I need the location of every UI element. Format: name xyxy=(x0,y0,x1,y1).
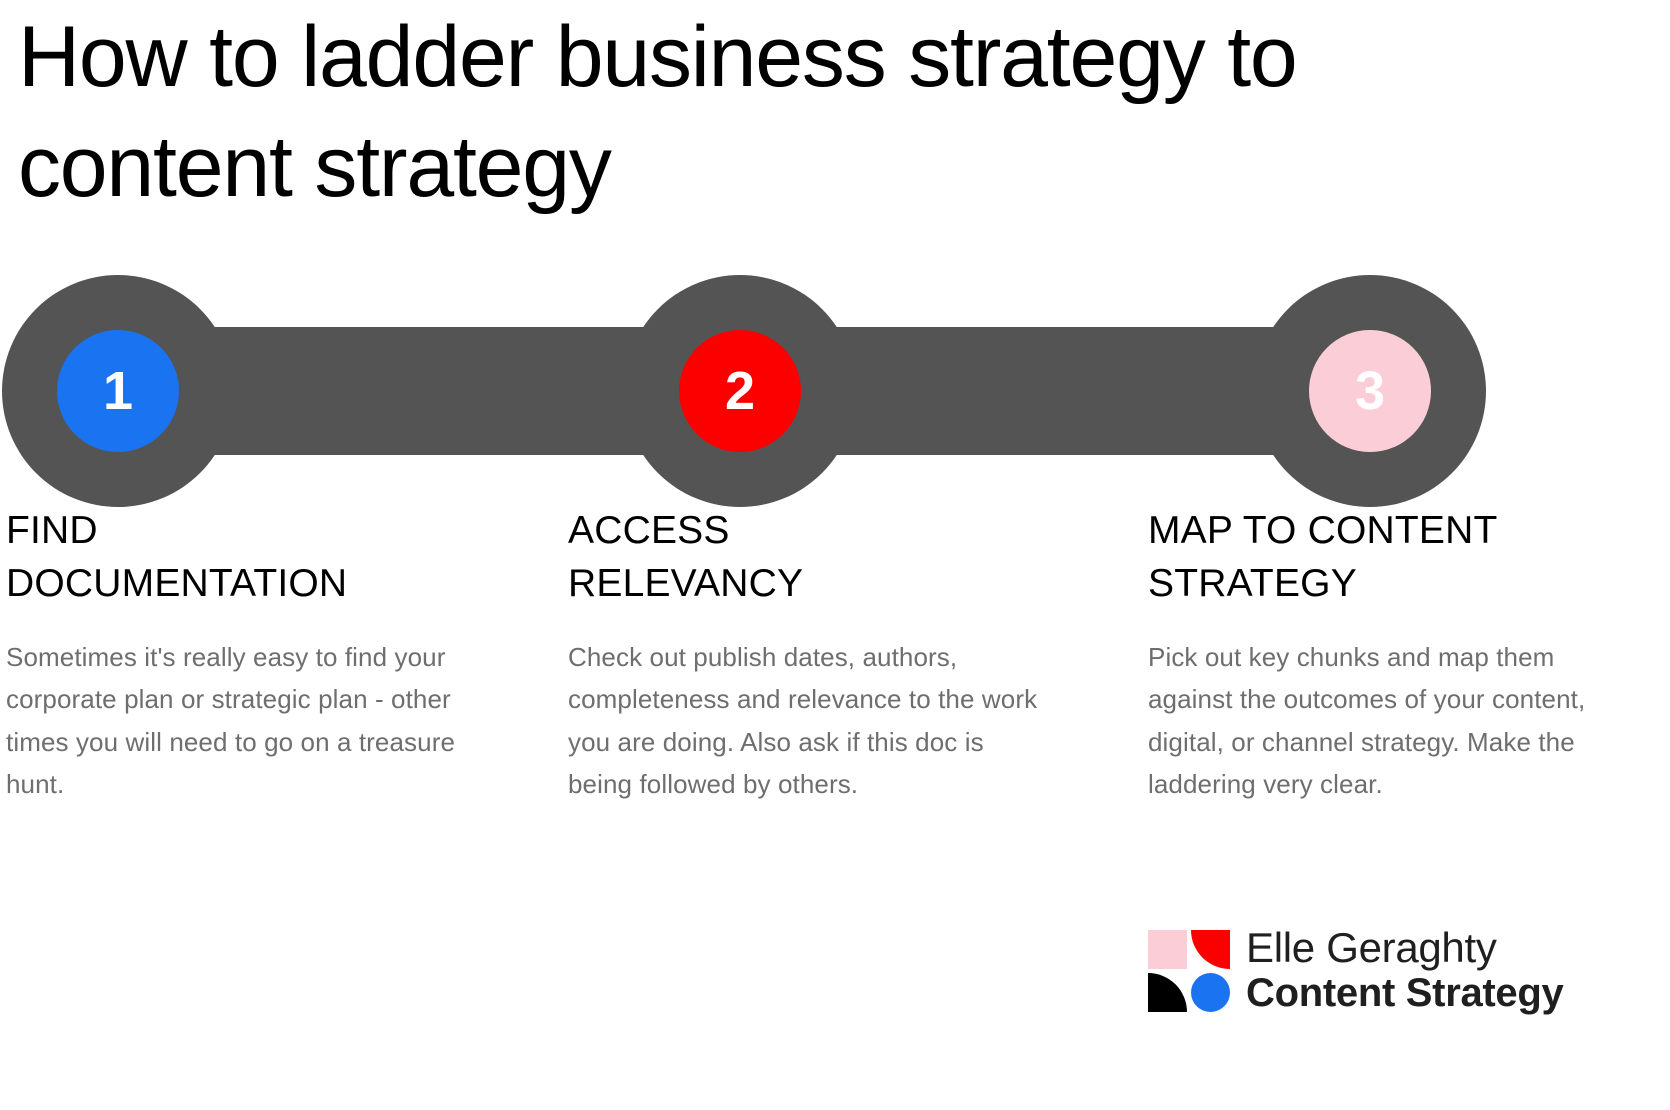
step-heading-2: ACCESS RELEVANCY xyxy=(568,509,804,605)
logo-wordmark: Elle Geraghty Content Strategy xyxy=(1246,924,1564,1015)
step-node-1[interactable]: 1 xyxy=(2,275,234,507)
step-number-badge-3: 3 xyxy=(1309,330,1431,452)
page-title: How to ladder business strategy to conte… xyxy=(18,9,1298,216)
step-body-1: Sometimes it's really easy to find your … xyxy=(6,642,456,799)
step-column-1: FIND DOCUMENTATION Sometimes it's really… xyxy=(6,505,476,805)
step-heading-3: MAP TO CONTENT STRATEGY xyxy=(1148,509,1498,605)
step-column-2: ACCESS RELEVANCY Check out publish dates… xyxy=(568,505,1038,805)
step-body-2: Check out publish dates, authors, comple… xyxy=(568,642,1038,799)
logo-name: Elle Geraghty xyxy=(1246,924,1497,972)
logo-mark-icon xyxy=(1148,929,1230,1012)
step-number-badge-1: 1 xyxy=(57,330,179,452)
logo-red-quarter-circle-icon xyxy=(1191,929,1230,969)
brand-logo: Elle Geraghty Content Strategy xyxy=(1148,918,1588,1023)
step-number-badge-2: 2 xyxy=(679,330,801,452)
step-column-3: MAP TO CONTENT STRATEGY Pick out key chu… xyxy=(1148,505,1608,805)
logo-pink-square-icon xyxy=(1148,929,1187,969)
step-body-3: Pick out key chunks and map them against… xyxy=(1148,642,1586,799)
step-descriptions: FIND DOCUMENTATION Sometimes it's really… xyxy=(0,505,1670,885)
logo-black-quarter-circle-icon xyxy=(1148,972,1187,1012)
step-node-2[interactable]: 2 xyxy=(624,275,856,507)
logo-tagline: Content Strategy xyxy=(1246,970,1564,1015)
step-diagram: 1 2 3 xyxy=(0,255,1670,507)
step-node-3[interactable]: 3 xyxy=(1254,275,1486,507)
logo-blue-circle-icon xyxy=(1191,972,1230,1012)
step-heading-1: FIND DOCUMENTATION xyxy=(6,509,348,605)
